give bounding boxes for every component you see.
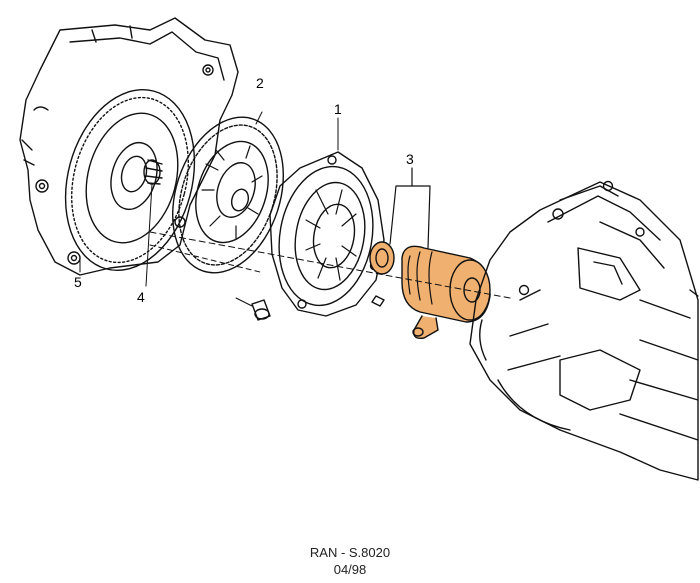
bolt	[235, 297, 271, 321]
clutch-disc	[172, 111, 284, 274]
flywheel	[64, 88, 196, 272]
callout-5: 5	[74, 274, 82, 290]
pressure-plate	[269, 117, 385, 317]
engine-housing-plate	[19, 17, 239, 276]
lower-axis-line	[149, 244, 261, 273]
callout-3: 3	[406, 151, 414, 167]
callout-2: 2	[256, 75, 264, 91]
diagram-reference-code: RAN - S.8020	[309, 545, 391, 560]
diagram-date: 04/98	[333, 562, 367, 577]
callout-1: 1	[334, 101, 342, 117]
center-axis-line	[149, 231, 511, 299]
release-bearing-assembly	[369, 167, 491, 340]
input-shaft	[143, 159, 163, 287]
gearbox-housing	[469, 180, 699, 481]
callout-4: 4	[137, 289, 145, 305]
